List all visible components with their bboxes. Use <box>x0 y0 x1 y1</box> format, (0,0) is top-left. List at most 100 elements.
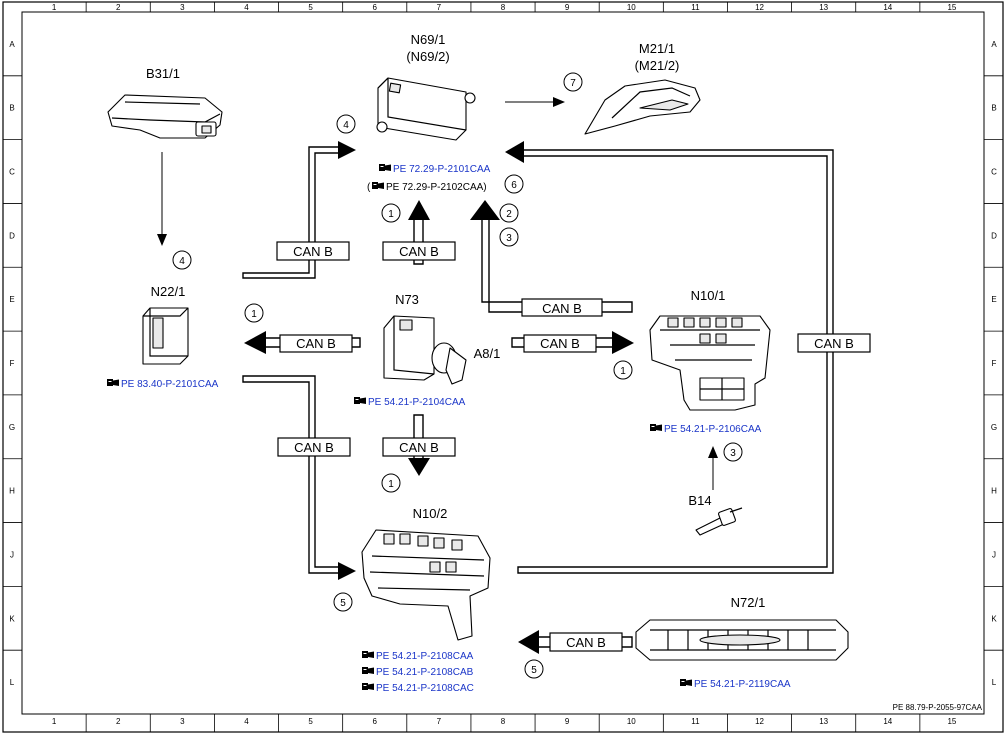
grid-col-label-top: 15 <box>947 3 956 12</box>
book-pointer-icon <box>362 667 374 674</box>
bus-n22-to-n10-2 <box>242 375 356 580</box>
grid-col-label-top: 12 <box>755 3 764 12</box>
svg-text:CAN B: CAN B <box>542 301 582 316</box>
book-pointer-icon <box>354 397 366 404</box>
grid-row-label-left: E <box>9 295 14 304</box>
svg-text:N73: N73 <box>395 292 419 307</box>
fuse-box-n10-2-icon <box>361 529 491 641</box>
svg-text:PE 54.21-P-2106CAA: PE 54.21-P-2106CAA <box>664 424 762 435</box>
marker-1-n10-2: 1 <box>381 473 401 493</box>
svg-text:CAN B: CAN B <box>399 244 439 259</box>
reference-n73: PE 54.21-P-2104CAA <box>354 397 466 408</box>
grid-col-label-bottom: 14 <box>883 717 892 726</box>
svg-text:PE 54.21-P-2104CAA: PE 54.21-P-2104CAA <box>368 397 466 408</box>
grid-col-label-top: 4 <box>244 3 249 12</box>
component-n10-2: N10/2 PE 54.21-P-2108CAA PE 54.21-P-2108… <box>361 506 491 694</box>
svg-text:B31/1: B31/1 <box>146 66 180 81</box>
grid-col-label-bottom: 15 <box>947 717 956 726</box>
grid-col-label-top: 3 <box>180 3 185 12</box>
marker-4-top: 4 <box>336 114 356 134</box>
grid-row-label-left: F <box>10 359 15 368</box>
grid-col-label-bottom: 9 <box>565 717 570 726</box>
grid-col-label-bottom: 8 <box>501 717 506 726</box>
grid-col-label-top: 8 <box>501 3 506 12</box>
book-pointer-icon <box>680 679 692 686</box>
svg-text:M21/1: M21/1 <box>639 41 675 56</box>
arrow-b14-to-n10-1 <box>708 446 718 490</box>
reference-n10-2-b: PE 54.21-P-2108CAB <box>362 667 474 678</box>
can-label-5: CAN B <box>523 334 597 353</box>
svg-text:(N69/2): (N69/2) <box>406 49 449 64</box>
reference-n10-2-c: PE 54.21-P-2108CAC <box>362 683 474 694</box>
marker-3-b14: 3 <box>723 442 743 462</box>
svg-text:1: 1 <box>388 479 394 490</box>
book-pointer-icon <box>362 651 374 658</box>
svg-text:(: ( <box>367 182 371 193</box>
svg-text:3: 3 <box>506 233 512 244</box>
book-pointer-icon <box>107 379 119 386</box>
can-label-2: CAN B <box>382 241 456 261</box>
svg-text:N69/1: N69/1 <box>411 32 446 47</box>
svg-text:CAN B: CAN B <box>399 440 439 455</box>
grid-col-label-bottom: 12 <box>755 717 764 726</box>
grid-row-label-right: K <box>991 614 997 623</box>
grid-col-label-top: 13 <box>819 3 828 12</box>
component-m21-1: M21/1 (M21/2) <box>584 41 701 135</box>
book-pointer-icon <box>362 683 374 690</box>
grid-col-label-top: 9 <box>565 3 570 12</box>
svg-text:2: 2 <box>506 209 512 220</box>
marker-2: 2 <box>499 203 519 223</box>
svg-text:1: 1 <box>388 209 394 220</box>
grid-col-label-bottom: 10 <box>627 717 636 726</box>
component-n10-1: N10/1 PE 54.21-P-2106CAA <box>649 288 771 435</box>
grid-col-label-top: 6 <box>373 3 378 12</box>
can-label-4: CAN B <box>279 334 353 353</box>
can-label-7: CAN B <box>277 437 351 457</box>
svg-text:1: 1 <box>620 366 626 377</box>
svg-text:PE 83.40-P-2101CAA: PE 83.40-P-2101CAA <box>121 379 219 390</box>
svg-text:7: 7 <box>570 78 576 89</box>
svg-text:6: 6 <box>511 180 517 191</box>
reference-n72-1: PE 54.21-P-2119CAA <box>680 679 791 690</box>
grid-col-label-top: 10 <box>627 3 636 12</box>
grid-row-label-left: L <box>10 678 15 687</box>
svg-text:N22/1: N22/1 <box>151 284 186 299</box>
temperature-sensor-icon <box>695 507 743 536</box>
grid-row-label-left: D <box>9 231 15 240</box>
grid-row-label-left: C <box>9 168 15 177</box>
marker-6: 6 <box>504 174 524 194</box>
bus-n22-to-n69 <box>242 141 356 279</box>
grid-row-label-left: J <box>10 550 14 559</box>
grid-col-label-bottom: 1 <box>52 717 57 726</box>
svg-text:CAN B: CAN B <box>294 440 334 455</box>
marker-3-n69: 3 <box>499 227 519 247</box>
svg-text:CAN B: CAN B <box>293 244 333 259</box>
reference-n69-alt: ( PE 72.29-P-2102CAA) <box>367 182 487 193</box>
svg-text:PE 54.21-P-2108CAA: PE 54.21-P-2108CAA <box>376 651 474 662</box>
svg-text:(M21/2): (M21/2) <box>635 58 680 73</box>
arrow-n69-to-m21 <box>505 97 565 107</box>
grid-col-label-top: 11 <box>691 3 700 12</box>
grid-row-label-left: B <box>9 104 14 113</box>
marker-1-n69: 1 <box>381 203 401 223</box>
grid-col-label-top: 14 <box>883 3 892 12</box>
svg-text:5: 5 <box>531 665 537 676</box>
document-id: PE 88.79-P-2055-97CAA <box>893 703 983 712</box>
book-pointer-icon <box>379 164 391 171</box>
component-n69-1: N69/1 (N69/2) PE 72.29-P-2101CAA ( PE 72… <box>367 32 491 193</box>
svg-text:5: 5 <box>340 598 346 609</box>
ignition-switch-icon <box>383 315 467 385</box>
svg-text:PE 54.21-P-2108CAC: PE 54.21-P-2108CAC <box>376 683 474 694</box>
grid-row-label-left: A <box>9 40 15 49</box>
svg-text:CAN B: CAN B <box>540 336 580 351</box>
grid-col-label-bottom: 13 <box>819 717 828 726</box>
grid-row-label-right: G <box>991 423 997 432</box>
svg-text:CAN B: CAN B <box>296 336 336 351</box>
grid-col-label-top: 1 <box>52 3 57 12</box>
svg-text:PE 54.21-P-2119CAA: PE 54.21-P-2119CAA <box>694 679 791 690</box>
reference-n10-1: PE 54.21-P-2106CAA <box>650 424 762 435</box>
